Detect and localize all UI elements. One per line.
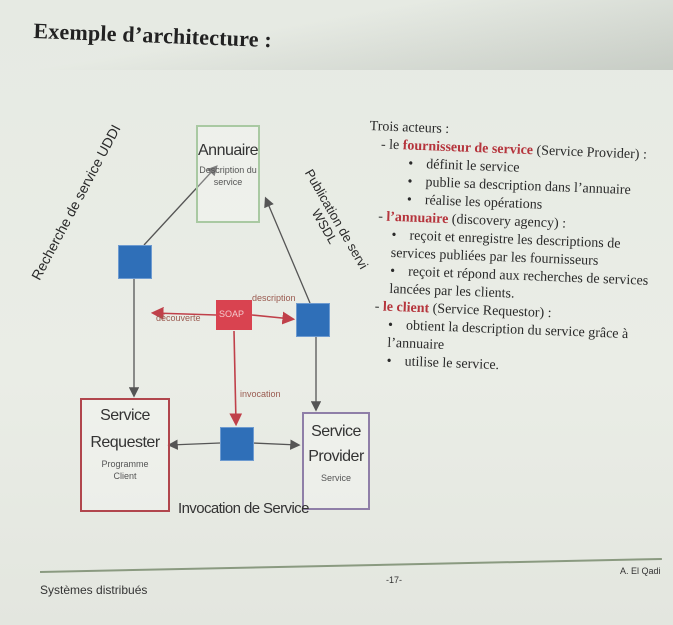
- arrow-description: [251, 311, 296, 325]
- requester-sub1: Programme: [101, 459, 149, 469]
- annuaire-sub1: Description du: [199, 165, 257, 175]
- footer-course: Systèmes distribués: [40, 583, 148, 597]
- slide-title: Exemple d’architecture :: [33, 18, 273, 53]
- actors-text: Trois acteurs : - le fournisseur de serv…: [360, 118, 661, 381]
- annuaire-sub2: service: [213, 177, 243, 187]
- provider-line1: Service: [311, 423, 361, 440]
- annuaire-bold: l’annuaire: [386, 209, 449, 228]
- label-invocation-service: Invocation de Service: [178, 500, 309, 517]
- soap-label: SOAP: [219, 309, 245, 319]
- requester-line1: Service: [100, 407, 150, 424]
- annuaire-rest: (discovery agency) :: [451, 212, 567, 232]
- footer-author: A. El Qadi: [620, 566, 661, 576]
- arrow-discovery: [150, 306, 217, 320]
- annuaire-title: Annuaire: [198, 142, 259, 159]
- requester-sub2: Client: [113, 471, 137, 481]
- service-requester-box: Service Requester Programme Client: [80, 398, 170, 512]
- arrow-invoke-provider: [251, 439, 301, 450]
- label-description: description: [252, 293, 296, 303]
- architecture-diagram: Annuaire Description du service Service …: [28, 95, 380, 525]
- annuaire-box: Annuaire Description du service: [196, 125, 260, 223]
- soap-box: SOAP: [216, 300, 252, 330]
- invocation-xml-square: [220, 427, 254, 461]
- label-decouverte: découverte: [156, 313, 201, 323]
- arrow-search: [143, 165, 218, 246]
- provider-xml-square: [296, 303, 330, 337]
- client-prefix: -: [374, 299, 380, 315]
- arrow-publish: [264, 196, 311, 304]
- requester-line2: Requester: [90, 434, 160, 451]
- fournisseur-rest: (Service Provider) :: [536, 143, 648, 163]
- diagram-arrows: [128, 165, 322, 450]
- footer-page-number: -17-: [386, 575, 403, 585]
- arrow-invocation: [229, 330, 243, 427]
- client-bold: le client: [382, 299, 430, 317]
- provider-sub: Service: [320, 473, 351, 483]
- fournisseur-prefix: - le: [380, 137, 400, 154]
- label-invocation: invocation: [240, 389, 281, 399]
- arrow-invoke-requester: [167, 439, 221, 450]
- client-rest: (Service Requestor) :: [432, 301, 552, 322]
- annuaire-prefix: -: [377, 209, 384, 225]
- provider-line2: Provider: [308, 448, 364, 465]
- requester-xml-square: [118, 245, 152, 279]
- service-provider-box: Service Provider Service: [302, 412, 370, 510]
- footer-divider: [40, 557, 662, 573]
